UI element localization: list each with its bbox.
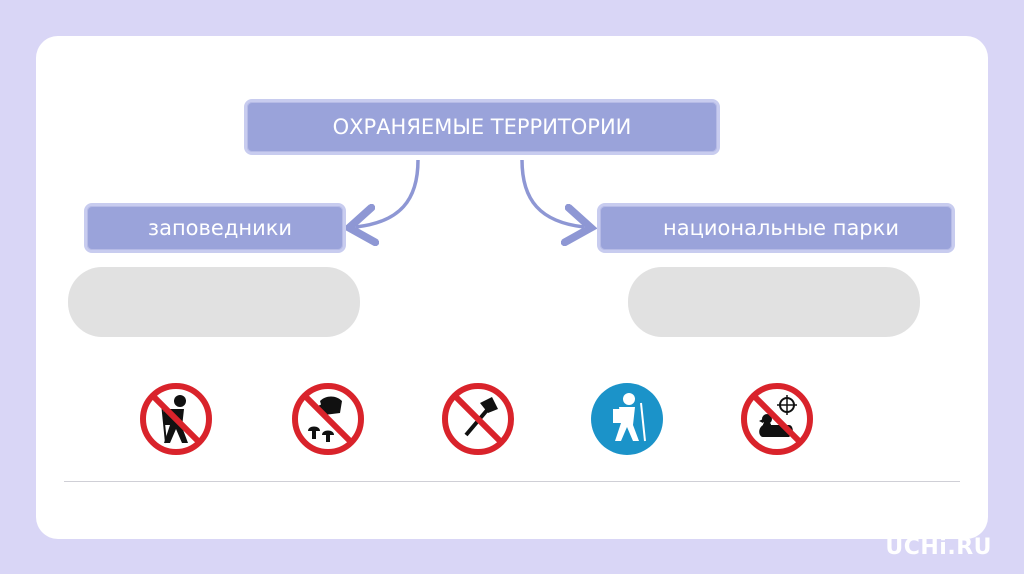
uchi-logo: UCHi.RU	[885, 535, 992, 560]
arrow-right	[520, 159, 584, 227]
arrow-left	[356, 159, 420, 227]
answer-slot-left[interactable]	[68, 267, 360, 337]
divider	[64, 481, 960, 482]
national-parks-box: национальные парки	[597, 203, 955, 253]
no-picking-flowers-mushrooms-icon[interactable]	[290, 381, 366, 457]
hiking-allowed-icon[interactable]	[589, 381, 665, 457]
national-parks-label: национальные парки	[663, 216, 899, 240]
no-hunting-duck-icon[interactable]	[739, 381, 815, 457]
reserves-label: заповедники	[147, 216, 293, 240]
no-axe-icon[interactable]	[440, 381, 516, 457]
no-hiking-icon[interactable]	[138, 381, 214, 457]
title-text: ОХРАНЯЕМЫЕ ТЕРРИТОРИИ	[332, 115, 632, 139]
answer-slot-right[interactable]	[628, 267, 920, 337]
title-box: ОХРАНЯЕМЫЕ ТЕРРИТОРИИ	[244, 99, 720, 155]
reserves-box: заповедники	[84, 203, 346, 253]
